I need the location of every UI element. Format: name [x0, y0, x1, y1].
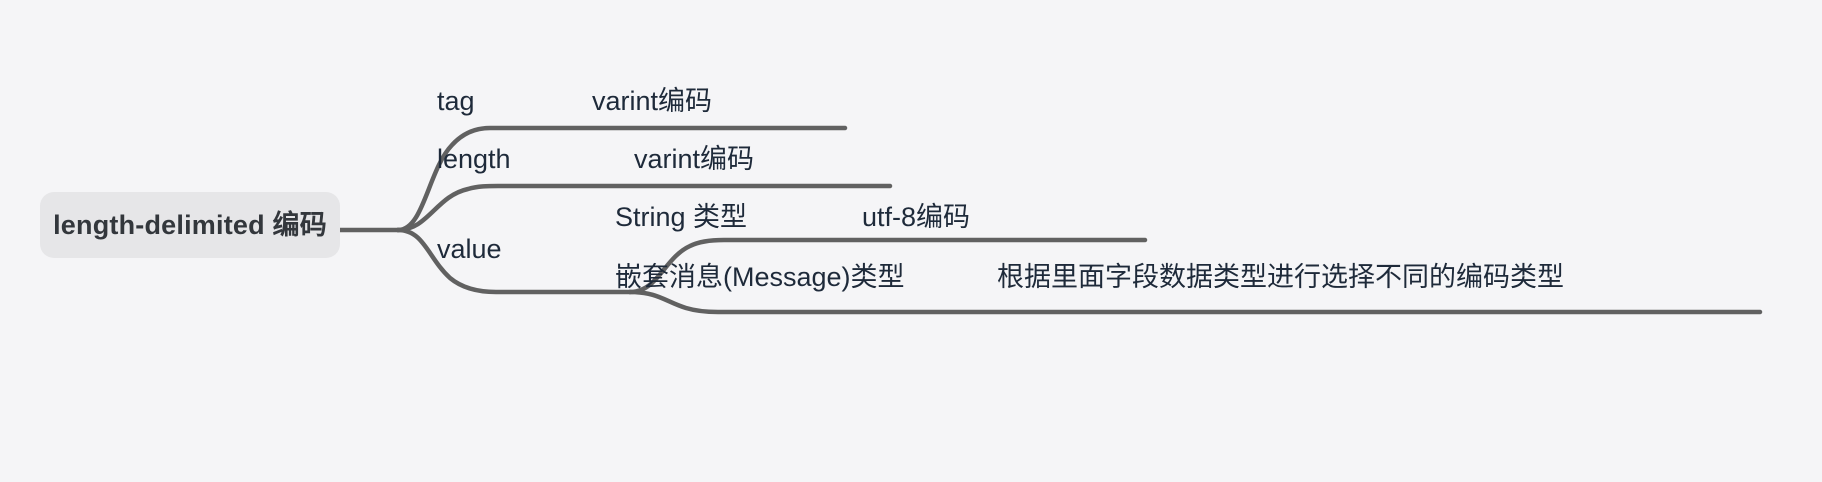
- node-utf8-encoding-label: utf-8编码: [862, 202, 971, 232]
- node-tag-label: tag: [437, 86, 475, 116]
- node-nested-message-type-label: 嵌套消息(Message)类型: [615, 262, 905, 292]
- mindmap-root-node[interactable]: length-delimited 编码: [40, 192, 340, 258]
- node-value-label: value: [437, 234, 502, 264]
- node-tag-encoding-label: varint编码: [592, 86, 713, 116]
- node-choose-encoding-label: 根据里面字段数据类型进行选择不同的编码类型: [997, 262, 1564, 292]
- mindmap-node-utf8-encoding[interactable]: utf-8编码: [862, 204, 970, 231]
- node-string-type-label: String 类型: [615, 202, 748, 232]
- mindmap-node-string-type[interactable]: String 类型: [615, 204, 747, 231]
- mindmap-node-length-encoding[interactable]: varint编码: [634, 146, 754, 173]
- mindmap-node-value[interactable]: value: [437, 236, 502, 263]
- mindmap-node-tag-encoding[interactable]: varint编码: [592, 88, 712, 115]
- mindmap-node-choose-encoding[interactable]: 根据里面字段数据类型进行选择不同的编码类型: [997, 264, 1564, 291]
- node-length-encoding-label: varint编码: [634, 144, 755, 174]
- root-node-label: length-delimited 编码: [53, 209, 327, 240]
- edge-root-to-value: [395, 227, 633, 295]
- node-length-label: length: [437, 144, 511, 174]
- edge-value-to-nested: [627, 289, 1763, 315]
- mindmap-node-tag[interactable]: tag: [437, 88, 475, 115]
- mindmap-node-length[interactable]: length: [437, 146, 511, 173]
- mindmap-node-nested-message-type[interactable]: 嵌套消息(Message)类型: [615, 264, 905, 291]
